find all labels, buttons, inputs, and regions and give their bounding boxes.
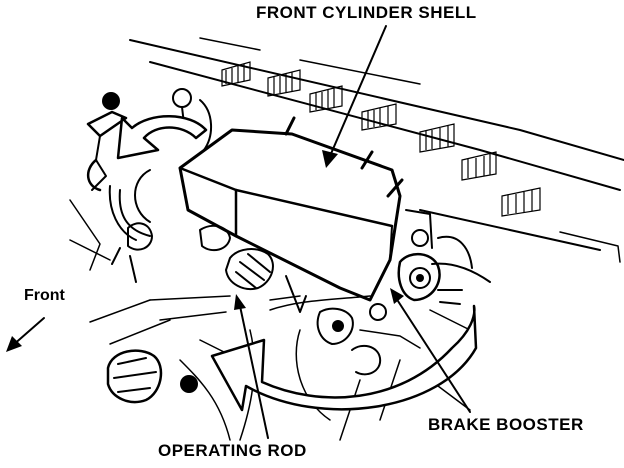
- cowl-grille: [221, 61, 541, 217]
- operating-rod-label: OPERATING ROD: [158, 441, 307, 460]
- front-direction-label: Front: [24, 287, 65, 304]
- reservoir-cap: [89, 299, 171, 404]
- front-cylinder-shell-body: [178, 116, 433, 302]
- brake-booster-label: BRAKE BOOSTER: [428, 415, 584, 434]
- step-two-rotation-arrow: [210, 304, 478, 412]
- firewall-panel: [129, 37, 624, 263]
- brake-booster-unit: [369, 229, 491, 321]
- leader-lines: [6, 25, 471, 439]
- step-one-rotation-arrow: [116, 115, 208, 160]
- left-side-components: [69, 88, 231, 283]
- front-cylinder-shell-label: FRONT CYLINDER SHELL: [256, 3, 477, 22]
- step-two-marker-icon: [180, 375, 198, 393]
- step-one-marker-icon: [102, 92, 120, 110]
